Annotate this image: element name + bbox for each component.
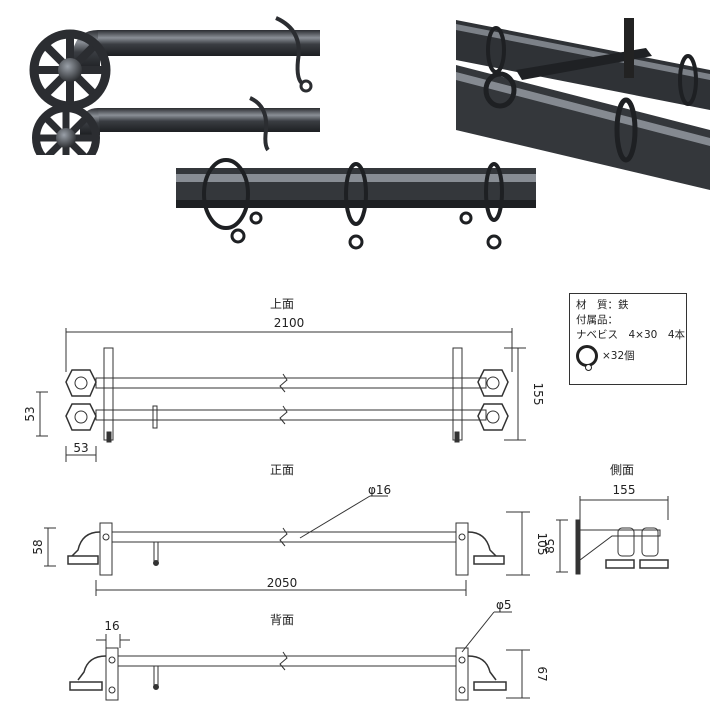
dim-bracket-width: 53 bbox=[73, 441, 88, 455]
spec-material: 材 質：鉄 bbox=[576, 299, 629, 311]
dim-handle-height: 58 bbox=[31, 539, 45, 554]
dim-bracket-thickness: 16 bbox=[104, 619, 119, 633]
dim-height: 105 bbox=[535, 533, 549, 556]
view-label-back: 背面 bbox=[270, 613, 294, 627]
product-photo-bracket bbox=[456, 10, 710, 190]
dim-screw-diameter: φ5 bbox=[496, 598, 512, 612]
product-photo-rings bbox=[176, 156, 536, 256]
dim-side-height: 85 bbox=[543, 538, 557, 553]
product-photo-valve-handles bbox=[18, 10, 320, 155]
spec-rings-row: ×32個 bbox=[576, 345, 680, 371]
dim-depth: 155 bbox=[531, 383, 545, 406]
view-label-top: 上面 bbox=[270, 297, 294, 311]
spec-accessories: 付属品： bbox=[576, 314, 618, 326]
ring-icon bbox=[576, 345, 598, 371]
dim-total-width: 2100 bbox=[274, 316, 305, 330]
dim-bracket-pitch: 53 bbox=[23, 406, 37, 421]
spec-box: 材 質：鉄 付属品： ナベビス 4×30 4本 ×32個 bbox=[569, 293, 687, 385]
dim-span: 2050 bbox=[267, 576, 298, 590]
spec-rings: ×32個 bbox=[602, 349, 635, 362]
dim-side-depth: 155 bbox=[613, 483, 636, 497]
dim-back-height: 67 bbox=[535, 666, 549, 681]
view-label-front: 正面 bbox=[270, 463, 294, 477]
view-label-side: 側面 bbox=[610, 463, 634, 477]
dim-pipe-diameter: φ16 bbox=[368, 483, 391, 497]
spec-screws: ナベビス 4×30 4本 bbox=[576, 329, 686, 341]
